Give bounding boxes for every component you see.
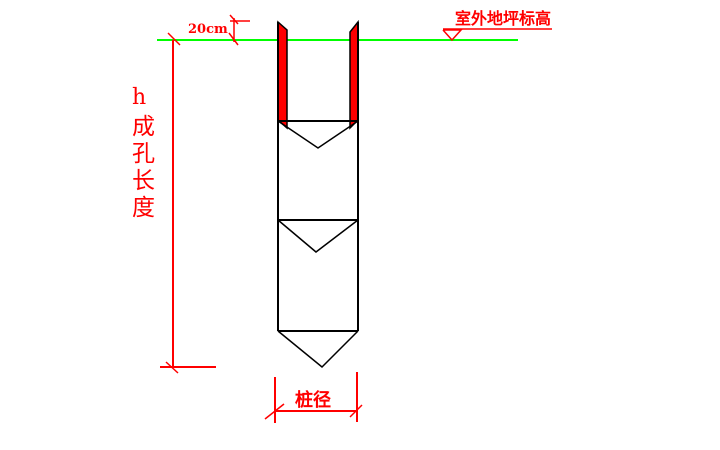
pile-diameter-label: 桩径 xyxy=(295,389,331,411)
h-label: h xyxy=(132,85,146,110)
offset-dimension xyxy=(228,14,250,46)
hole-length-char: 孔 xyxy=(132,141,155,167)
hole-length-dimension xyxy=(160,32,216,374)
pile-diameter-dimension xyxy=(264,372,363,423)
casing-left xyxy=(277,20,288,130)
hole-length-char: 长 xyxy=(132,168,155,194)
pile-body xyxy=(277,22,359,369)
elevation-marker xyxy=(442,28,552,42)
offset-label: 20cm xyxy=(188,22,228,37)
hole-length-char: 成 xyxy=(132,114,155,140)
casing-right xyxy=(349,19,359,130)
ground-level-label: 室外地坪标高 xyxy=(455,9,551,28)
hole-length-char: 度 xyxy=(132,195,155,221)
